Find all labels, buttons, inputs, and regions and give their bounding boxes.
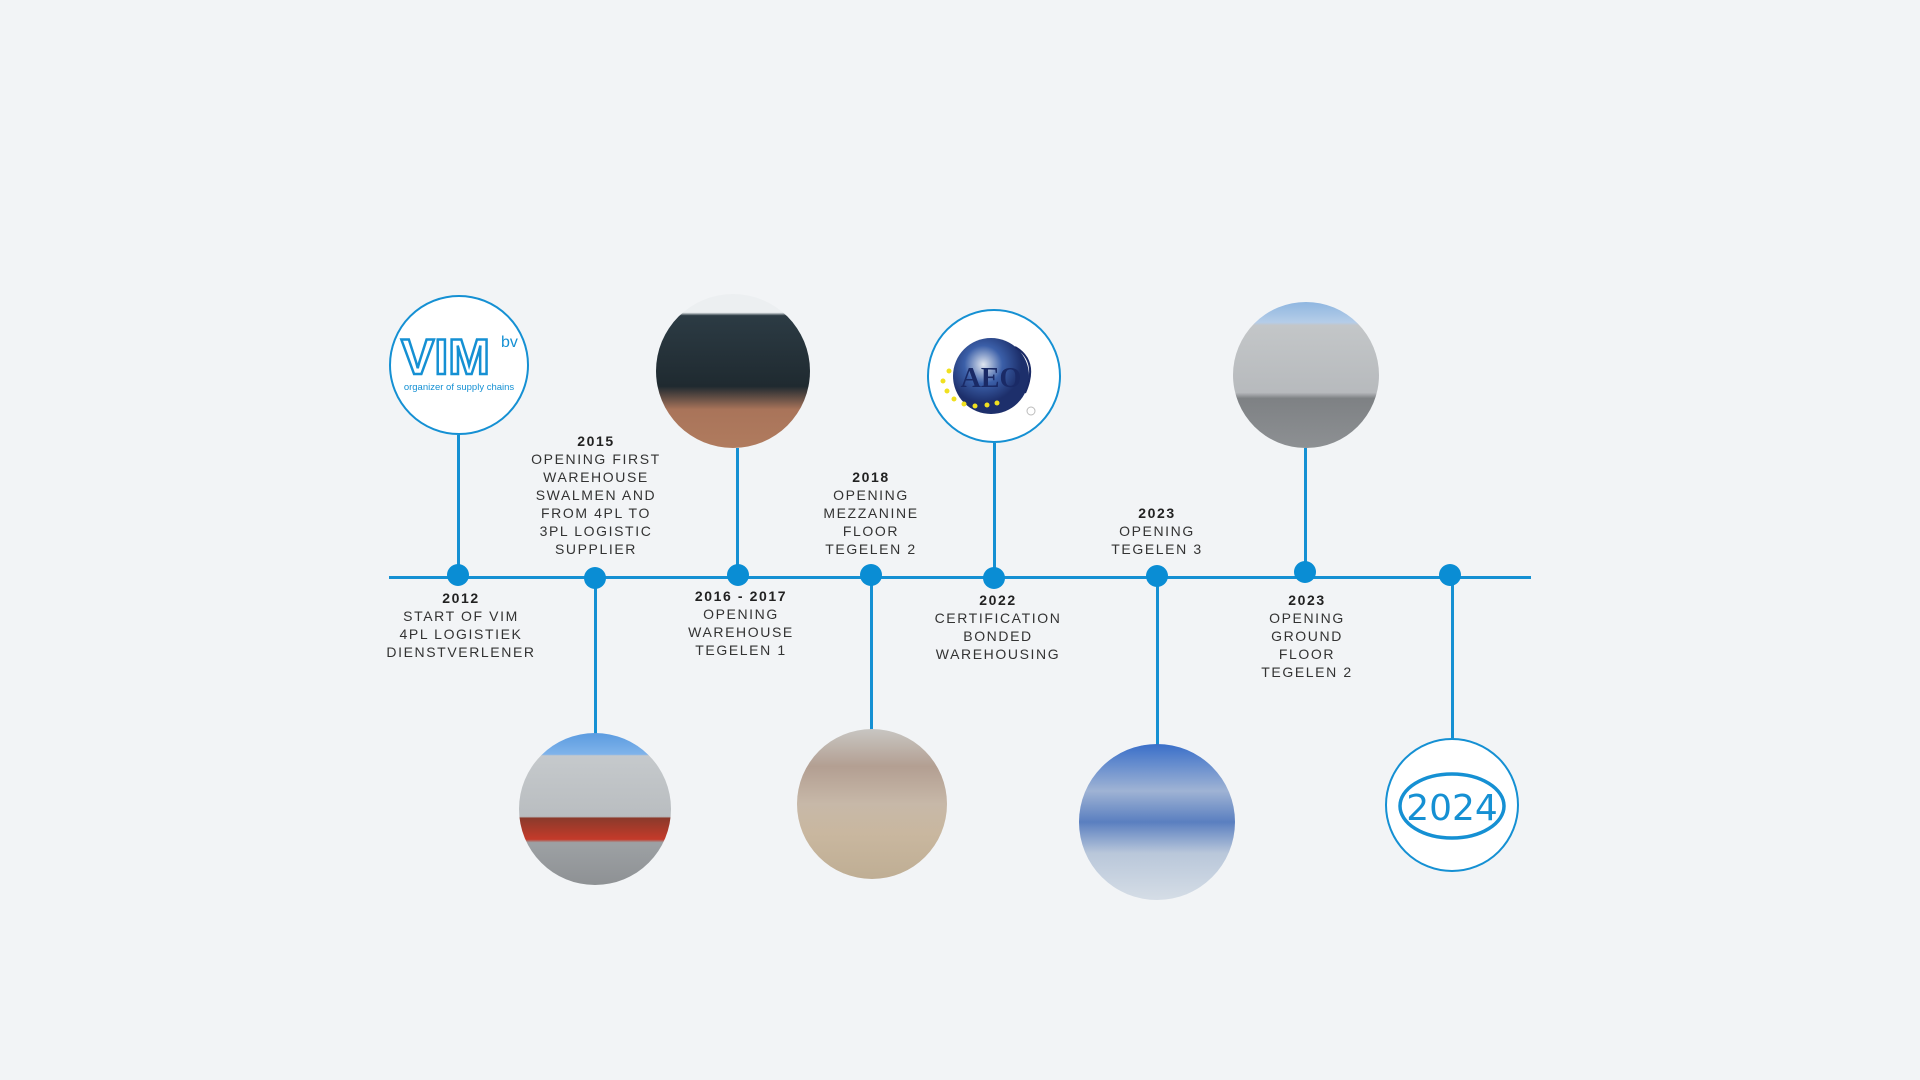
event-line: OPENING	[1119, 523, 1195, 539]
event-line: MEZZANINE	[823, 505, 919, 521]
timeline-dot	[727, 564, 749, 586]
event-2022-text: 2022 CERTIFICATION BONDED WAREHOUSING	[913, 591, 1083, 663]
event-year: 2016 - 2017	[694, 588, 788, 604]
event-year: 2015	[577, 433, 615, 449]
event-line: TEGELEN 1	[695, 642, 787, 658]
stem-2022	[993, 443, 996, 578]
event-line: WAREHOUSE	[688, 624, 794, 640]
timeline-dot	[983, 567, 1005, 589]
event-line: OPENING	[833, 487, 909, 503]
event-line: 3PL LOGISTIC	[539, 523, 653, 539]
2024-badge: 2024	[1385, 738, 1519, 872]
event-2023-groundfloor-text: 2023 OPENING GROUND FLOOR TEGELEN 2	[1222, 591, 1392, 681]
event-line: TEGELEN 2	[1261, 664, 1353, 680]
event-2015-text: 2015 OPENING FIRST WAREHOUSE SWALMEN AND…	[511, 432, 681, 558]
stem-2018	[870, 578, 873, 730]
timeline-dot	[1146, 565, 1168, 587]
svg-text:AEO: AEO	[961, 363, 1022, 394]
event-line: BONDED	[963, 628, 1033, 644]
event-line: OPENING FIRST	[531, 451, 661, 467]
event-2012-text: 2012 START OF VIM 4PL LOGISTIEK DIENSTVE…	[376, 589, 546, 661]
event-line: CERTIFICATION	[934, 610, 1062, 626]
timeline-dot	[447, 564, 469, 586]
event-year: 2023	[1138, 505, 1176, 521]
stem-2016	[736, 448, 739, 578]
stem-2012	[457, 435, 460, 578]
event-year: 2023	[1288, 592, 1326, 608]
timeline-dot	[860, 564, 882, 586]
event-year: 2018	[852, 469, 890, 485]
vim-logo: VIM bv organizer of supply chains	[389, 295, 529, 435]
event-line: SWALMEN AND	[535, 487, 657, 503]
event-line: FLOOR	[842, 523, 900, 539]
event-year: 2022	[979, 592, 1017, 608]
timeline-dot	[1294, 561, 1316, 583]
event-line: SUPPLIER	[554, 541, 638, 557]
event-line: WAREHOUSE	[543, 469, 649, 485]
stem-2023a	[1156, 578, 1159, 745]
svg-text:organizer of supply chains: organizer of supply chains	[404, 382, 515, 393]
svg-text:VIM: VIM	[401, 329, 490, 385]
event-line: DIENSTVERLENER	[386, 644, 536, 660]
event-line: TEGELEN 2	[825, 541, 917, 557]
event-2016-text: 2016 - 2017 OPENING WAREHOUSE TEGELEN 1	[656, 587, 826, 659]
event-line: FROM 4PL TO	[541, 505, 651, 521]
timeline-dot	[584, 567, 606, 589]
tegelen-2-exterior-photo	[1233, 302, 1379, 448]
event-line: GROUND	[1271, 628, 1343, 644]
event-line: OPENING	[703, 606, 779, 622]
event-2023-tegelen3-text: 2023 OPENING TEGELEN 3	[1072, 504, 1242, 558]
event-line: OPENING	[1269, 610, 1345, 626]
event-line: WAREHOUSING	[935, 646, 1061, 662]
event-line: FLOOR	[1278, 646, 1336, 662]
warehouse-swalmen-photo	[519, 733, 671, 885]
mezzanine-photo	[797, 729, 947, 879]
svg-text:bv: bv	[501, 334, 518, 351]
event-line: TEGELEN 3	[1111, 541, 1203, 557]
stem-2015	[594, 578, 597, 734]
tegelen-3-interior-photo	[1079, 744, 1235, 900]
aeo-logo: AEO	[927, 309, 1061, 443]
stem-2023b	[1304, 448, 1307, 578]
event-line: START OF VIM	[403, 608, 519, 624]
event-2018-text: 2018 OPENING MEZZANINE FLOOR TEGELEN 2	[786, 468, 956, 558]
svg-text:2024: 2024	[1406, 788, 1498, 829]
warehouse-tegelen-1-photo	[656, 294, 810, 448]
event-year: 2012	[442, 590, 480, 606]
timeline-dot	[1439, 564, 1461, 586]
timeline-axis	[389, 576, 1531, 579]
stem-2024	[1451, 578, 1454, 740]
event-line: 4PL LOGISTIEK	[399, 626, 523, 642]
